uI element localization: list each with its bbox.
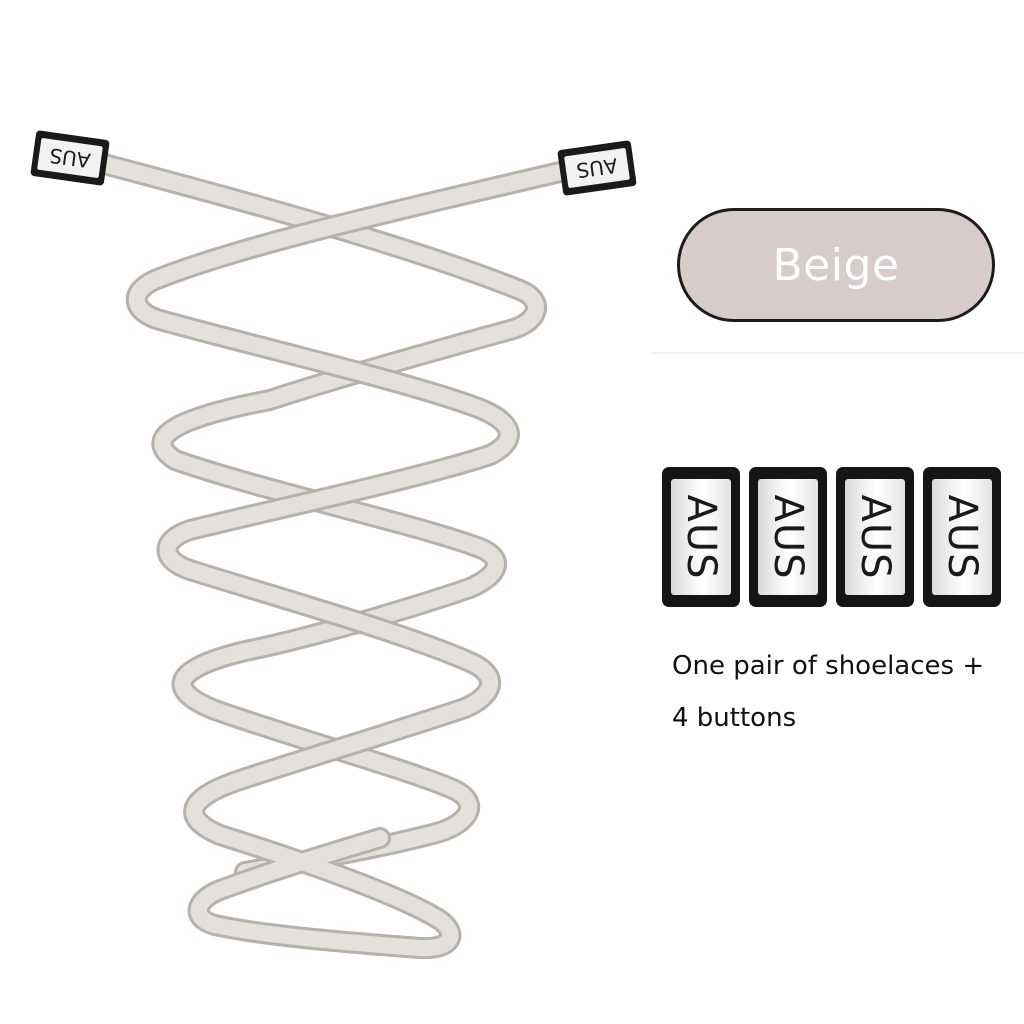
lock-button: AUS <box>662 467 740 607</box>
shoelace-image: AUS AUS <box>30 130 637 960</box>
lock-button-face: AUS <box>845 479 905 595</box>
lock-button-face: AUS <box>932 479 992 595</box>
color-option-label: Beige <box>772 239 900 291</box>
lace-strand <box>96 156 544 880</box>
caption-line-2: 4 buttons <box>672 703 797 733</box>
lock-button-text: AUS <box>852 494 898 580</box>
lace-strand <box>128 164 568 957</box>
color-option-badge: Beige <box>677 208 995 322</box>
section-divider <box>652 352 1024 354</box>
lock-button: AUS <box>836 467 914 607</box>
lock-button-face: AUS <box>758 479 818 595</box>
aglet-left-text: AUS <box>48 143 92 172</box>
lock-buttons-row: AUS AUS AUS AUS <box>662 467 1007 609</box>
lock-button: AUS <box>749 467 827 607</box>
lock-button-face: AUS <box>671 479 731 595</box>
lock-button-text: AUS <box>678 494 724 580</box>
aglet-left: AUS <box>30 130 110 186</box>
shoelace-cord <box>93 153 571 960</box>
lock-button: AUS <box>923 467 1001 607</box>
lock-button-text: AUS <box>765 494 811 580</box>
product-caption: One pair of shoelaces + 4 buttons <box>672 640 1017 744</box>
aglet-right: AUS <box>557 140 637 196</box>
caption-line-1: One pair of shoelaces + <box>672 651 985 681</box>
aglet-right-text: AUS <box>575 153 619 182</box>
lock-button-text: AUS <box>939 494 985 580</box>
